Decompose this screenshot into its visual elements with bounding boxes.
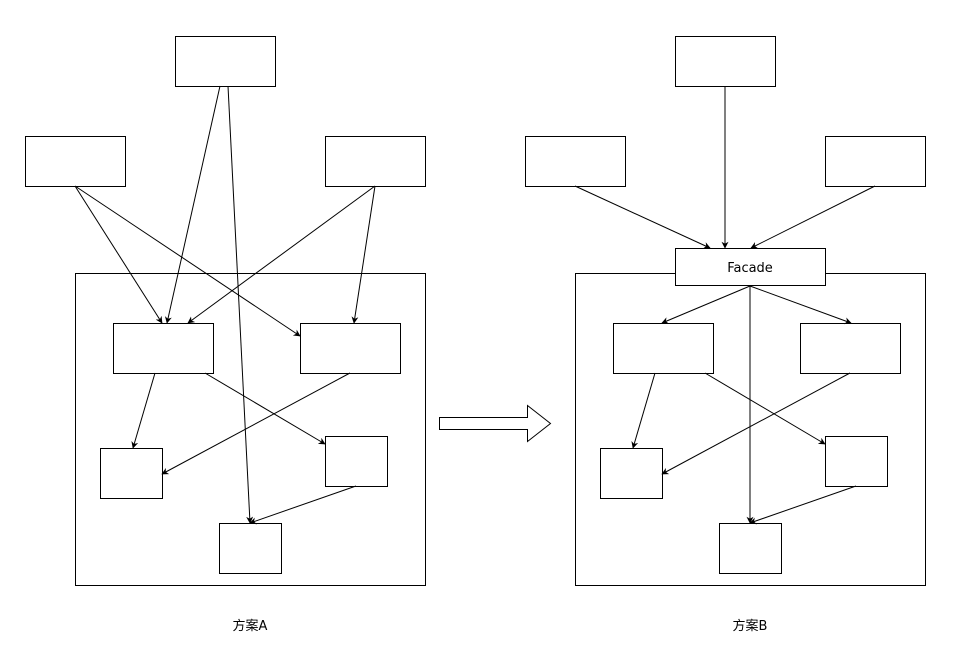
scheme-b-edge (750, 185, 876, 249)
scheme-b-subsystem-class-5 (719, 523, 782, 574)
scheme-b-edge (704, 372, 826, 445)
scheme-a-edge (351, 185, 376, 324)
scheme-b-subsystem-class-2 (800, 323, 901, 374)
scheme-a-client-right (325, 136, 426, 187)
scheme-b-client-left (525, 136, 626, 187)
scheme-a-edge (131, 372, 156, 449)
scheme-b-edge (661, 372, 851, 475)
scheme-b-client-top (675, 36, 776, 87)
scheme-b-edge (631, 372, 656, 449)
scheme-a-subsystem-class-3 (100, 448, 163, 499)
scheme-a-subsystem-class-5 (219, 523, 282, 574)
scheme-a-subsystem-class-1 (113, 323, 214, 374)
scheme-a-client-top (175, 36, 276, 87)
scheme-a-edge (164, 85, 221, 324)
scheme-a: 方案A (25, 36, 426, 634)
scheme-b-client-right (825, 136, 926, 187)
scheme-a-edge (74, 185, 163, 324)
scheme-b-subsystem-class-1 (613, 323, 714, 374)
scheme-a-edge (161, 372, 351, 475)
transition-arrow (439, 404, 552, 443)
scheme-a-subsystem-class-4 (325, 436, 388, 487)
scheme-a-edge (204, 372, 326, 445)
scheme-a-edge (249, 485, 357, 525)
scheme-b-caption: 方案B (733, 618, 768, 634)
scheme-b-edge (574, 185, 711, 249)
scheme-b-edge (749, 485, 857, 525)
scheme-a-client-left (25, 136, 126, 187)
scheme-a-edge (187, 185, 376, 324)
scheme-b-edge (661, 285, 751, 324)
scheme-a-subsystem-class-2 (300, 323, 401, 374)
scheme-b: Facade 方案B (525, 36, 926, 634)
scheme-b-subsystem-class-3 (600, 448, 663, 499)
scheme-a-edge (74, 185, 301, 337)
scheme-b-subsystem-class-4 (825, 436, 888, 487)
scheme-a-edge (227, 85, 254, 524)
scheme-b-facade (675, 248, 826, 286)
scheme-b-facade-label: Facade (727, 261, 773, 276)
scheme-a-caption: 方案A (233, 618, 268, 634)
scheme-b-edge (749, 285, 852, 325)
